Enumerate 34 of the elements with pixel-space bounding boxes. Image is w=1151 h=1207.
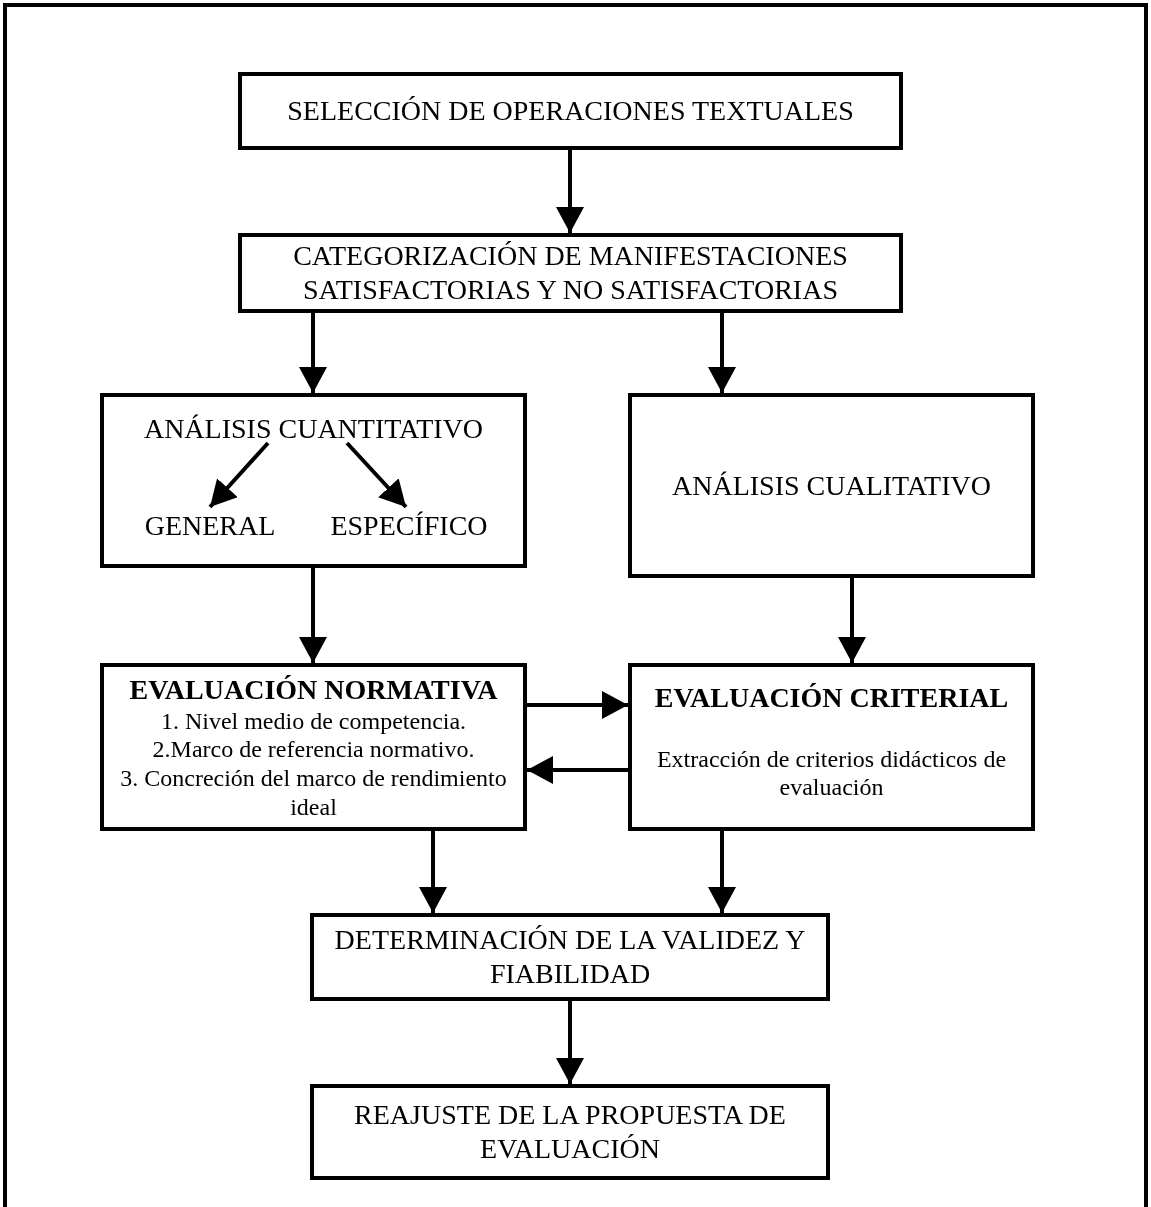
process-box (238, 233, 903, 313)
box-text: 3. Concreción del marco de rendimiento ideal (119, 764, 508, 822)
arrow (527, 756, 628, 784)
process-box (310, 913, 830, 1001)
arrow (527, 691, 628, 719)
arrow (299, 568, 327, 663)
box-label: ESPECÍFICO (330, 509, 488, 543)
process-box (310, 1084, 830, 1180)
arrow (419, 831, 447, 913)
box-label: CATEGORIZACIÓN DE MANIFESTACIONES SATISFACTORIAS Y NO SATISFACTORIAS (292, 239, 849, 307)
box-frame (100, 393, 527, 568)
arrow (556, 150, 584, 233)
arrow (708, 831, 736, 913)
arrow (345, 441, 408, 509)
arrow (208, 441, 270, 509)
arrow (299, 313, 327, 393)
box-text: Extracción de criterios didácticos de evaluación (655, 744, 1008, 803)
process-box (628, 663, 1035, 831)
arrow (838, 578, 866, 663)
box-label: ANÁLISIS CUANTITATIVO (143, 412, 484, 446)
box-heading: EVALUACIÓN CRITERIAL (654, 681, 1009, 715)
box-text: 1. Nivel medio de competencia. (160, 706, 467, 736)
box-label: DETERMINACIÓN DE LA VALIDEZ Y FIABILIDAD (333, 923, 807, 991)
box-label: SELECCIÓN DE OPERACIONES TEXTUALES (287, 94, 854, 128)
box-label: ANÁLISIS CUALITATIVO (672, 468, 991, 503)
box-heading: EVALUACIÓN NORMATIVA (129, 673, 498, 707)
process-box (238, 72, 903, 150)
arrow (556, 1001, 584, 1084)
box-label: GENERAL (144, 509, 276, 543)
arrow (708, 313, 736, 393)
box-label: REAJUSTE DE LA PROPUESTA DE EVALUACIÓN (353, 1098, 787, 1166)
process-box (100, 663, 527, 831)
box-text: 2.Marco de referencia normativo. (152, 735, 475, 765)
process-box (628, 393, 1035, 578)
